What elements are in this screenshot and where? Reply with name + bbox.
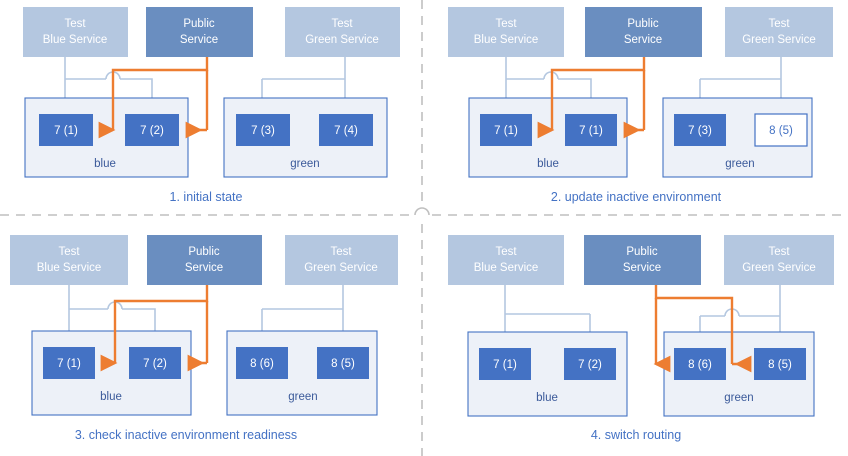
- service-public-line2: Service: [624, 34, 662, 46]
- service-test-blue-line2: Blue Service: [37, 262, 102, 274]
- instance-box: [480, 114, 532, 146]
- instance-box: [43, 347, 95, 379]
- service-test-blue[interactable]: [10, 235, 128, 285]
- environment-label-green: green: [290, 158, 319, 170]
- service-test-green-line2: Green Service: [742, 262, 816, 274]
- service-public-line1: Public: [626, 246, 658, 258]
- service-test-blue-line2: Blue Service: [474, 34, 539, 46]
- service-test-blue-line1: Test: [58, 246, 80, 258]
- panel-caption: 1. initial state: [170, 190, 243, 204]
- instance-label: 7 (4): [334, 125, 358, 137]
- instance-label: 7 (1): [493, 359, 517, 371]
- instance-box-outline: [754, 113, 808, 147]
- service-public-line1: Public: [188, 246, 220, 258]
- service-public-line2: Service: [185, 262, 223, 274]
- environment-label-green: green: [725, 158, 754, 170]
- service-test-blue-line2: Blue Service: [474, 262, 539, 274]
- service-test-blue-line1: Test: [495, 18, 517, 30]
- instance-box: [674, 114, 726, 146]
- instance-box: [236, 347, 288, 379]
- panel-initial-state: 7 (1) 7 (2) 7 (3) 7 (4) blue green Test …: [0, 0, 424, 228]
- connector-test-green: [699, 285, 781, 340]
- instance-label: 7 (1): [494, 125, 518, 137]
- service-test-blue-line1: Test: [495, 246, 517, 258]
- divider-jump-arc: [414, 207, 430, 216]
- instance-box: [319, 114, 373, 146]
- environment-label-green: green: [724, 392, 753, 404]
- instance-box: [479, 348, 531, 380]
- service-test-green[interactable]: [724, 235, 834, 285]
- service-test-green-line2: Green Service: [305, 34, 379, 46]
- panel-check-readiness: 7 (1) 7 (2) 8 (6) 8 (5) blue green Test …: [0, 228, 424, 456]
- instance-box: [564, 348, 616, 380]
- service-test-green-line1: Test: [768, 246, 790, 258]
- instance-box: [129, 347, 181, 379]
- instance-label: 8 (5): [768, 359, 792, 371]
- panel-switch-routing: 7 (1) 7 (2) 8 (6) 8 (5) blue green Test …: [424, 228, 848, 456]
- routing-public-orange: [111, 57, 209, 130]
- instance-label: 7 (3): [688, 125, 712, 137]
- instance-label: 7 (2): [578, 359, 602, 371]
- service-test-blue-line1: Test: [64, 18, 86, 30]
- service-test-blue[interactable]: [448, 235, 564, 285]
- instance-label: 7 (2): [140, 125, 164, 137]
- service-public[interactable]: [146, 7, 253, 57]
- instance-label: 8 (6): [250, 358, 274, 370]
- instance-box: [236, 114, 290, 146]
- instance-box: [39, 114, 93, 146]
- panel-update-inactive: 7 (1) 7 (1) 7 (3) 8 (5) blue green Test …: [424, 0, 848, 228]
- service-test-green-line1: Test: [768, 18, 790, 30]
- environment-label-blue: blue: [94, 158, 116, 170]
- instance-label: 7 (1): [57, 358, 81, 370]
- service-public-line1: Public: [183, 18, 215, 30]
- service-test-green-line1: Test: [331, 18, 353, 30]
- panel-caption: 4. switch routing: [591, 428, 681, 442]
- service-test-blue[interactable]: [23, 7, 128, 57]
- instance-box: [674, 348, 726, 380]
- environment-label-blue: blue: [100, 391, 122, 403]
- service-test-green-line2: Green Service: [304, 262, 378, 274]
- instance-label: 8 (5): [769, 125, 793, 137]
- instance-label: 8 (5): [331, 358, 355, 370]
- instance-box: [754, 348, 806, 380]
- routing-public-orange: [654, 285, 734, 364]
- service-public[interactable]: [585, 7, 702, 57]
- instance-box: [317, 347, 369, 379]
- service-public-line2: Service: [623, 262, 661, 274]
- instance-label: 7 (1): [54, 125, 78, 137]
- instance-label: 8 (6): [688, 359, 712, 371]
- environment-label-blue: blue: [536, 392, 558, 404]
- service-public-line2: Service: [180, 34, 218, 46]
- service-public[interactable]: [147, 235, 262, 285]
- instance-label: 7 (2): [143, 358, 167, 370]
- environment-label-blue: blue: [537, 158, 559, 170]
- service-public-line1: Public: [627, 18, 659, 30]
- service-test-green[interactable]: [285, 235, 398, 285]
- service-test-green[interactable]: [725, 7, 833, 57]
- instance-label: 7 (1): [579, 125, 603, 137]
- service-test-green-line2: Green Service: [742, 34, 816, 46]
- service-test-blue-line2: Blue Service: [43, 34, 108, 46]
- panel-caption: 3. check inactive environment readiness: [75, 428, 297, 442]
- service-test-green-line1: Test: [330, 246, 352, 258]
- environment-label-green: green: [288, 391, 317, 403]
- routing-public-orange: [113, 285, 209, 363]
- instance-box: [125, 114, 179, 146]
- instance-label: 7 (3): [251, 125, 275, 137]
- service-test-blue[interactable]: [448, 7, 564, 57]
- routing-public-orange: [550, 57, 646, 130]
- panel-caption: 2. update inactive environment: [551, 190, 722, 204]
- service-test-green[interactable]: [285, 7, 400, 57]
- instance-box: [565, 114, 617, 146]
- service-public[interactable]: [584, 235, 701, 285]
